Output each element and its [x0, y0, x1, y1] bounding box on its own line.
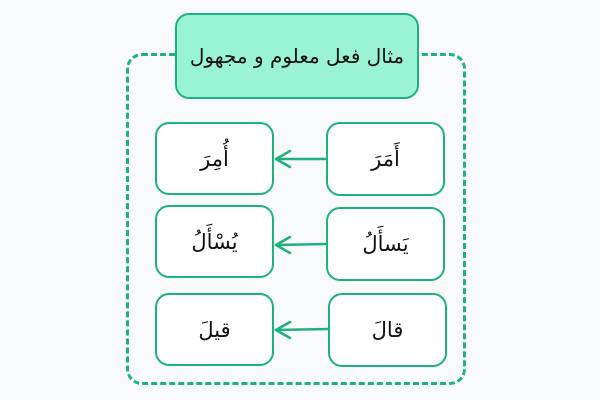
passive-verb-node-1: أُمِرَ — [155, 122, 274, 195]
active-verb-node-3: قالَ — [328, 293, 447, 367]
passive-verb-node-3: قيلَ — [155, 293, 274, 366]
diagram-title: مثال فعل معلوم و مجهول — [175, 13, 419, 99]
arrow-row-3 — [274, 327, 330, 332]
active-verb-node-2: يَسأَلُ — [326, 207, 445, 281]
passive-verb-node-2: يُسْأَلُ — [155, 205, 274, 278]
arrow-row-2 — [274, 242, 329, 247]
active-verb-node-1: أَمَرَ — [326, 122, 445, 196]
